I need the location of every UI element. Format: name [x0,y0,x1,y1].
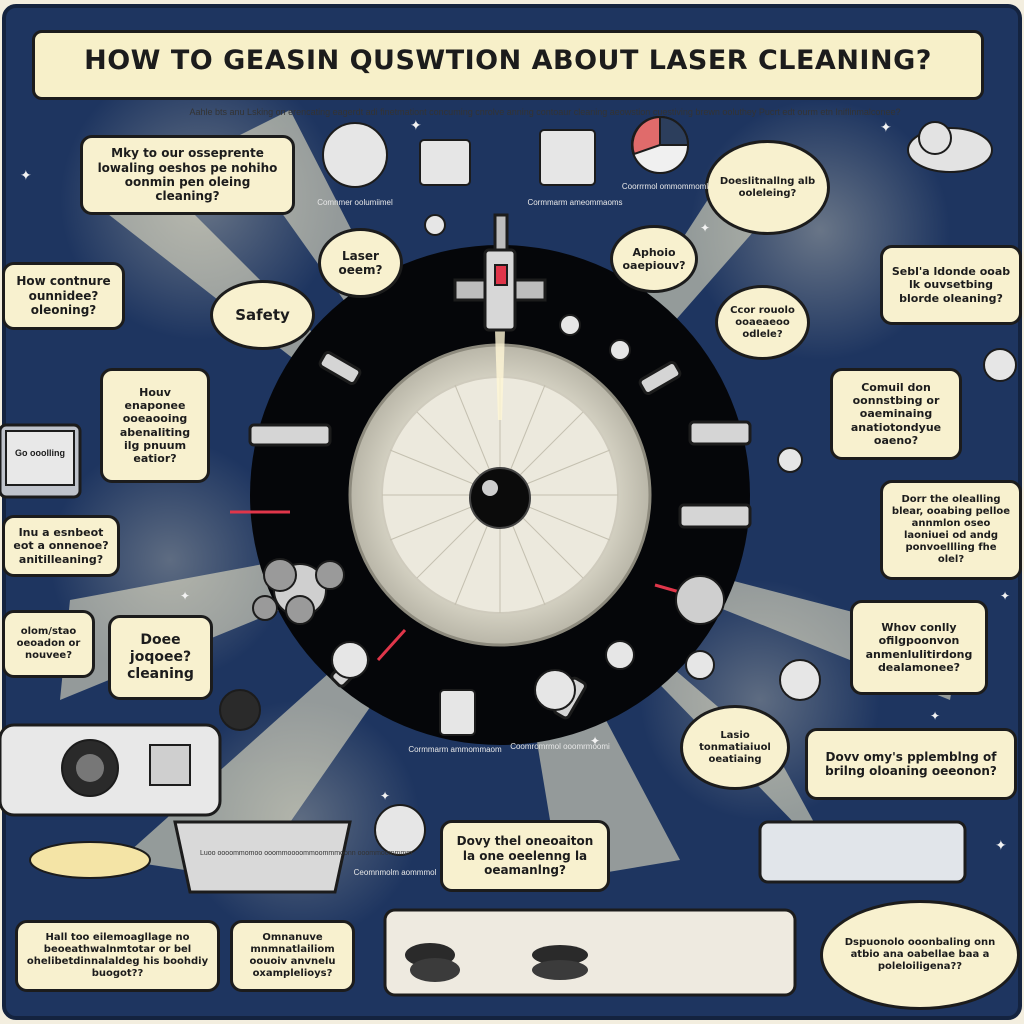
icon-caption-5: Coomromrmol ooomrmoomi [510,742,610,751]
question-bubble-19: Hall too eilemoagllage no beoeathwalnmto… [15,920,220,992]
machine-panel [0,723,222,817]
pupil-highlight [482,480,498,496]
envelope-panel [758,820,967,884]
lower-panel-rolls [405,943,588,982]
gears [219,558,345,731]
icon-caption-1: Comnmer oolumiimel [317,198,393,207]
question-bubble-21: Dspuonolo ooonbaling onn atbio ana oabel… [820,900,1020,1010]
lower-panel-center [383,908,797,997]
page-title: HOW TO GEASIN QUSWTION ABOUT LASER CLEAN… [84,45,932,76]
svg-text:✦: ✦ [410,117,422,133]
question-bubble-4: How contnure ounnidee? oleoning? [2,262,125,330]
svg-text:✦: ✦ [20,167,32,183]
monitor-icon [0,423,82,499]
question-bubble-9: Houv enaponee ooeaooing abenaliting ilg … [100,368,210,483]
icon-caption-3: Coorrrmol ommommoml [621,182,709,191]
question-bubble-18: Dovy thel oneoaiton la one oeelenng la o… [440,820,610,892]
tray [173,820,352,894]
question-bubble-11: Inu a esnbeot eot a onnenoe? anitilleani… [2,515,120,577]
pie-icon [631,115,690,174]
question-bubble-15: Whov conlly ofilgpoonvon anmenlulitirdon… [850,600,988,695]
svg-text:✦: ✦ [995,837,1007,853]
svg-text:✦: ✦ [1000,589,1010,603]
question-bubble-5: Laser oeem? [318,228,403,298]
page-subtitle: Aahle bts anu Lsking on erencating eager… [189,107,901,117]
question-bubble-6: Aphoio oaepiouv? [610,225,698,293]
laser-head-top [453,213,547,420]
pupil [469,467,531,529]
fish-shape [29,841,151,879]
svg-text:✦: ✦ [380,789,390,803]
question-bubble-13: olom/stao oeoadon or nouvee? [2,610,95,678]
icon-caption-2: Cormmarm ameommaoms [527,198,623,207]
title-banner: HOW TO GEASIN QUSWTION ABOUT LASER CLEAN… [32,30,984,117]
cloud-icon [907,121,993,173]
svg-text:✦: ✦ [880,119,892,135]
svg-text:✦: ✦ [590,734,600,748]
icon-caption-6: Ceomnmolm aommmol [353,868,437,877]
svg-text:✦: ✦ [700,221,710,235]
svg-text:✦: ✦ [180,589,190,603]
question-bubble-7: Safety [210,280,315,350]
icon-caption-4: Cormmarm ammommaom [408,745,502,754]
laser-guns [248,351,752,720]
question-bubble-17: Dovv omy's pplemblng of brilng oloaning … [805,728,1017,800]
question-bubble-1: Mky to our osseprente lowaling oeshos pe… [80,135,295,215]
ring-icons [273,116,1017,856]
question-bubble-2: Doeslitnallng alb ooleleing? [705,140,830,235]
question-bubble-14: Doee joqoee? cleaning [108,615,213,700]
iris-fibers [382,377,618,613]
question-bubble-20: Omnanuve mnmnatlailiom oouoiv anvnelu ox… [230,920,355,992]
tray-caption: Luoo oooommomoo ooommoooommoommmoonn ooo… [200,850,413,857]
question-bubble-3: Sebl'a ldonde ooab lk ouvsetbing blorde … [880,245,1022,325]
question-bubble-16: Lasio tonmatiaiuol oeatiaing [680,705,790,790]
question-bubble-8: Ccor rouolo ooaeaeoo odlele? [715,285,810,360]
question-bubble-12: Dorr the olealling blear, ooabing pelloe… [880,480,1022,580]
question-bubble-10: Comuil don oonnstbing or oaeminaing anat… [830,368,962,460]
svg-text:✦: ✦ [930,709,940,723]
monitor-screen-label: Go ooolling [15,448,65,458]
